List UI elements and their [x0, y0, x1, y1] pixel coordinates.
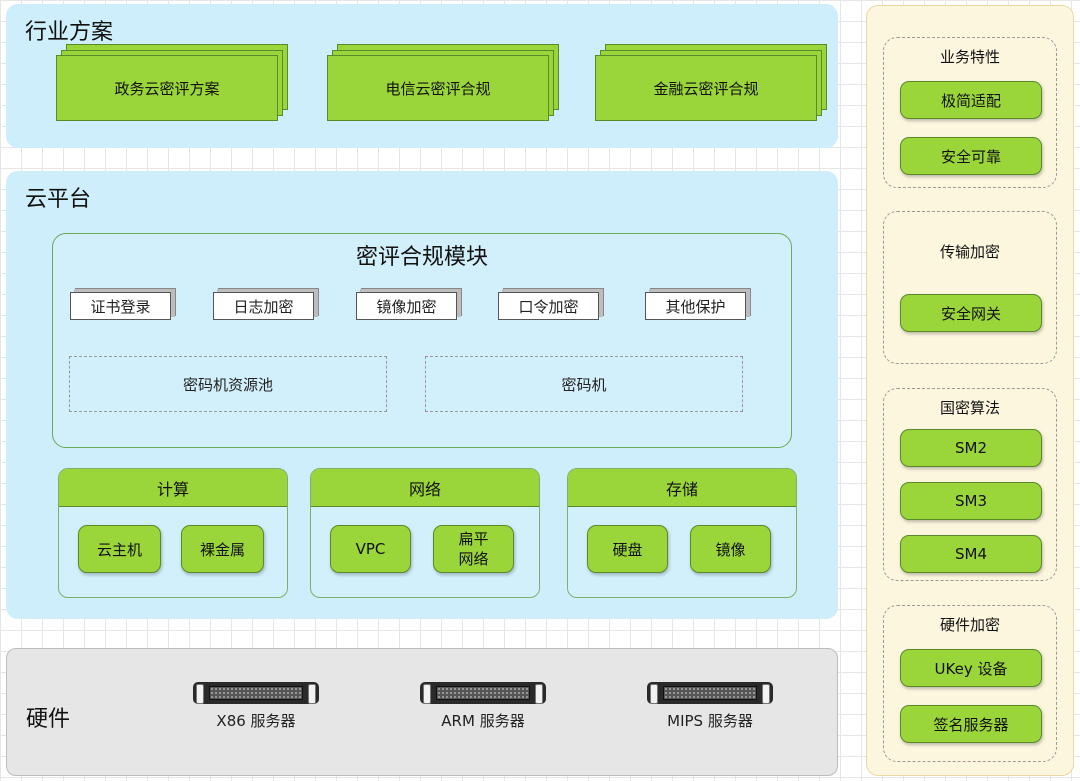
section-business-features-title: 业务特性: [939, 48, 1000, 66]
image-box: 镜像: [690, 525, 771, 573]
industry-panel: 行业方案 政务云密评方案 电信云密评合规 金融云密评合规: [6, 4, 838, 148]
ukey-device-box: UKey 设备: [900, 649, 1042, 687]
server-arm: ARM 服务器: [420, 682, 546, 731]
sm2-box: SM2: [900, 429, 1042, 467]
storage-group-title: 存储: [568, 469, 796, 507]
features-sidebar: 业务特性 极简适配 安全可靠 传输加密 安全网关 国密算法 SM2 SM3 SM…: [866, 5, 1074, 776]
compute-group-title: 计算: [59, 469, 287, 507]
other-protect-box: 其他保护: [645, 292, 746, 320]
industry-card-gov: 政务云密评方案: [56, 55, 278, 121]
storage-group: 存储 硬盘 镜像: [567, 468, 797, 598]
compute-group: 计算 云主机 裸金属: [58, 468, 288, 598]
secure-reliable-box: 安全可靠: [900, 137, 1042, 175]
cloud-panel: 云平台 密评合规模块 证书登录 日志加密 镜像加密 口令加密 其他保护 密码机资…: [6, 171, 838, 619]
network-group: 网络 VPC 扁平 网络: [310, 468, 540, 598]
bare-metal-box: 裸金属: [181, 525, 264, 573]
server-rack-icon: [193, 682, 319, 704]
simple-adapt-box: 极简适配: [900, 81, 1042, 119]
sm3-box: SM3: [900, 482, 1042, 520]
hardware-panel: 硬件 X86 服务器 ARM 服务器 MIPS 服务器: [6, 648, 838, 776]
compliance-module-title: 密评合规模块: [355, 245, 488, 270]
security-gateway-box: 安全网关: [900, 294, 1042, 332]
cloud-title: 云平台: [25, 187, 92, 212]
server-rack-icon: [420, 682, 546, 704]
cloud-host-box: 云主机: [78, 525, 161, 573]
signature-server-box: 签名服务器: [900, 705, 1042, 743]
hardware-title: 硬件: [26, 707, 71, 732]
disk-box: 硬盘: [587, 525, 668, 573]
section-sm-algorithms-title: 国密算法: [939, 399, 1000, 417]
log-encrypt-box: 日志加密: [213, 292, 314, 320]
crypto-machine-pool: 密码机资源池: [69, 356, 387, 412]
crypto-machine: 密码机: [425, 356, 743, 412]
server-mips-label: MIPS 服务器: [667, 712, 753, 730]
server-arm-label: ARM 服务器: [441, 712, 525, 730]
compliance-module: 密评合规模块 证书登录 日志加密 镜像加密 口令加密 其他保护 密码机资源池 密…: [52, 233, 792, 448]
industry-title: 行业方案: [25, 20, 114, 45]
industry-card-finance: 金融云密评合规: [595, 55, 817, 121]
section-transport-encryption: 传输加密 安全网关: [883, 211, 1057, 364]
password-encrypt-box: 口令加密: [498, 292, 599, 320]
network-group-title: 网络: [311, 469, 539, 507]
section-transport-encryption-title: 传输加密: [939, 243, 1000, 261]
section-hardware-encryption: 硬件加密 UKey 设备 签名服务器: [883, 605, 1057, 762]
flat-network-box: 扁平 网络: [433, 525, 514, 573]
server-x86-label: X86 服务器: [216, 712, 296, 730]
section-hardware-encryption-title: 硬件加密: [939, 616, 1000, 634]
image-encrypt-box: 镜像加密: [356, 292, 457, 320]
vpc-box: VPC: [330, 525, 411, 573]
server-rack-icon: [647, 682, 773, 704]
sm4-box: SM4: [900, 535, 1042, 573]
server-mips: MIPS 服务器: [647, 682, 773, 731]
server-x86: X86 服务器: [193, 682, 319, 731]
cert-login-box: 证书登录: [70, 292, 171, 320]
industry-card-telecom: 电信云密评合规: [327, 55, 549, 121]
section-sm-algorithms: 国密算法 SM2 SM3 SM4: [883, 388, 1057, 581]
section-business-features: 业务特性 极简适配 安全可靠: [883, 37, 1057, 188]
